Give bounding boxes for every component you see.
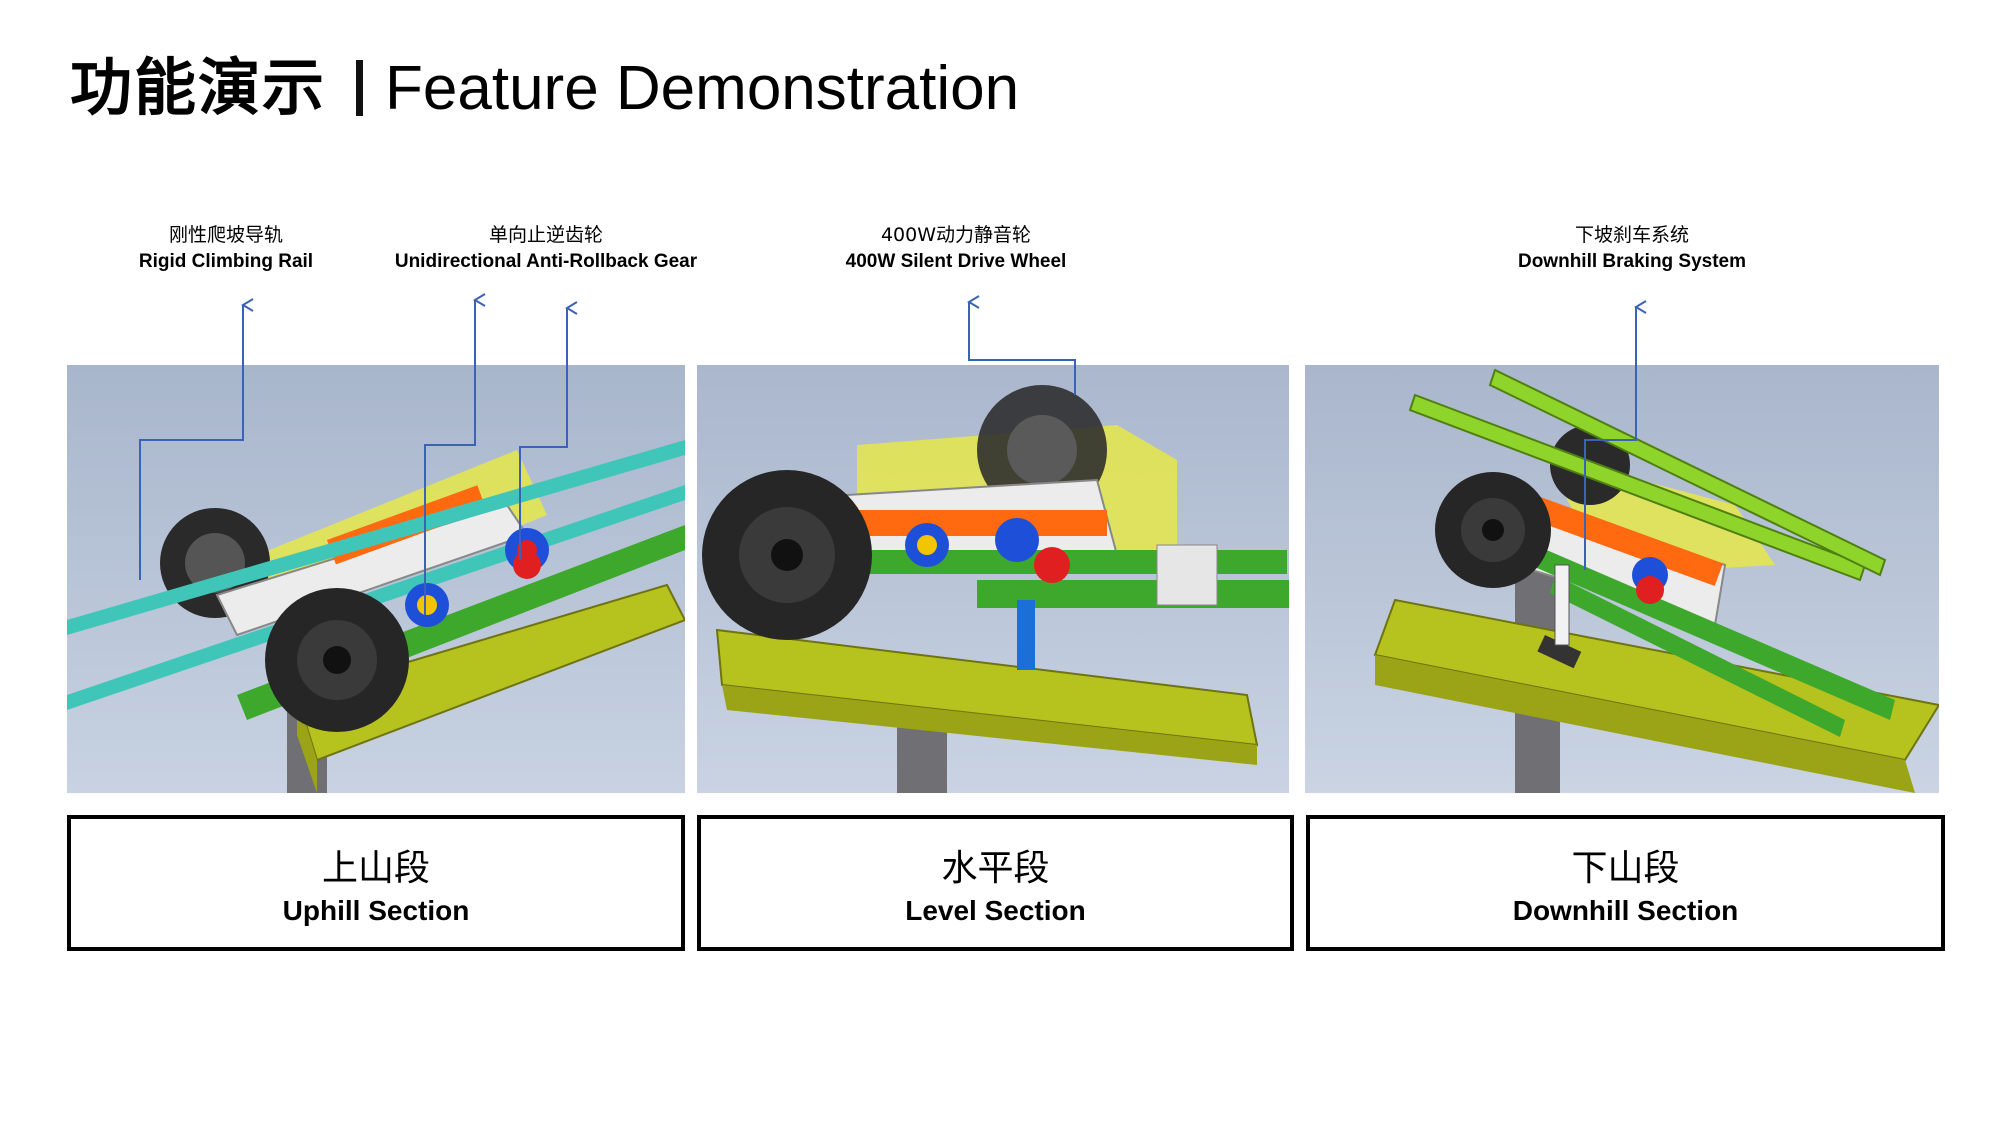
callout-silent-drive-wheel: 400W动力静音轮 400W Silent Drive Wheel <box>846 222 1067 276</box>
callout-label-en: Unidirectional Anti-Rollback Gear <box>394 251 698 272</box>
downhill-section-caption: 下山段 Downhill Section <box>1306 815 1945 951</box>
callout-rigid-climbing-rail: 刚性爬坡导轨 Rigid Climbing Rail <box>139 222 313 276</box>
callout-label-en: Downhill Braking System <box>1517 251 1747 272</box>
callout-label-en: 400W Silent Drive Wheel <box>845 251 1067 272</box>
section-label-en: Downhill Section <box>1512 895 1739 926</box>
uphill-render-image <box>67 365 685 793</box>
downhill-render-image <box>1305 365 1939 793</box>
callout-label-zh: 刚性爬坡导轨 <box>168 224 284 246</box>
callout-label-zh: 下坡刹车系统 <box>1574 224 1690 246</box>
title-zh: 功能演示 <box>70 51 327 124</box>
section-label-en: Uphill Section <box>282 895 470 926</box>
page-title: 功能演示 Feature Demonstration <box>70 48 1019 128</box>
title-en: Feature Demonstration <box>385 54 1020 123</box>
section-label-zh: 下山段 <box>1571 848 1680 889</box>
callout-downhill-braking: 下坡刹车系统 Downhill Braking System <box>1518 222 1746 276</box>
callout-anti-rollback-gear: 单向止逆齿轮 Unidirectional Anti-Rollback Gear <box>395 222 697 276</box>
callout-label-zh: 400W动力静音轮 <box>880 224 1032 246</box>
callout-label-zh: 单向止逆齿轮 <box>488 224 604 246</box>
level-section-caption: 水平段 Level Section <box>697 815 1294 951</box>
section-label-zh: 水平段 <box>941 848 1050 889</box>
callout-label-en: Rigid Climbing Rail <box>138 251 314 272</box>
section-label-zh: 上山段 <box>321 848 430 889</box>
title-divider <box>356 60 364 116</box>
section-label-en: Level Section <box>905 895 1086 926</box>
uphill-section-caption: 上山段 Uphill Section <box>67 815 685 951</box>
level-render-image <box>697 365 1289 793</box>
